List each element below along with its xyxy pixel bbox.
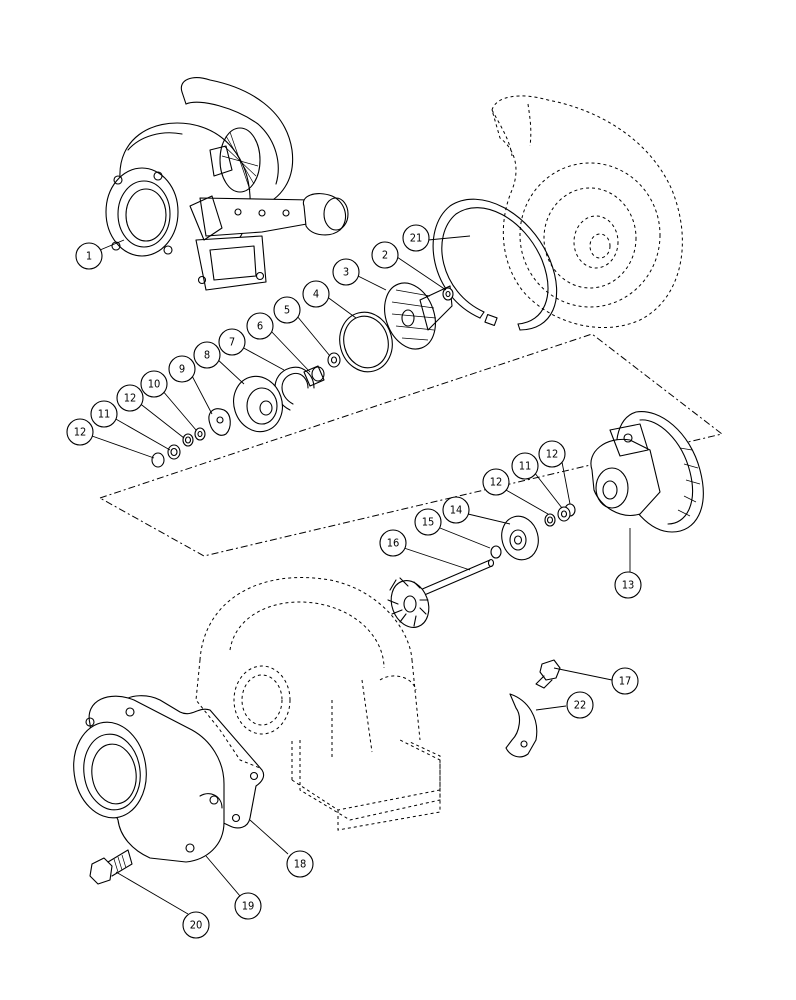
svg-text:6: 6 [257, 320, 263, 333]
svg-text:9: 9 [179, 363, 185, 376]
bolt-17 [535, 659, 561, 689]
compressor-housing-ghost [491, 95, 683, 328]
svg-text:4: 4 [313, 288, 319, 301]
bearing-11-b [557, 506, 571, 522]
callout-13: 13 [614, 571, 642, 599]
svg-text:13: 13 [622, 579, 635, 592]
callout-6: 6 [246, 312, 274, 340]
callout-11-b: 11 [511, 452, 539, 480]
callout-4: 4 [302, 280, 330, 308]
pedestal-base [291, 740, 441, 831]
callout-12-b: 12 [66, 418, 94, 446]
callout-18: 18 [286, 850, 314, 878]
thrust-bearing-9 [208, 408, 231, 436]
callout-3: 3 [332, 258, 360, 286]
svg-text:10: 10 [148, 378, 161, 391]
svg-text:15: 15 [422, 516, 435, 529]
callout-1: 1 [75, 242, 103, 270]
callout-11-a: 11 [90, 400, 118, 428]
turbocharger-assembly [105, 77, 349, 291]
center-housing-13 [590, 411, 704, 533]
nut-2 [442, 287, 454, 301]
svg-text:12: 12 [490, 476, 503, 489]
snap-ring-12-b [151, 452, 165, 468]
callout-16: 16 [379, 529, 407, 557]
washer-12-c [544, 513, 556, 527]
heat-shield-22 [505, 693, 538, 758]
callout-20: 20 [182, 911, 210, 939]
piston-ring-15 [490, 545, 502, 559]
callout-12-a: 12 [116, 384, 144, 412]
svg-text:11: 11 [98, 408, 111, 421]
svg-text:3: 3 [343, 266, 349, 279]
callout-8: 8 [193, 341, 221, 369]
spacer-5 [327, 352, 341, 368]
svg-text:20: 20 [190, 919, 203, 932]
callout-17: 17 [611, 667, 639, 695]
washer-12-a [182, 433, 194, 447]
svg-text:17: 17 [619, 675, 632, 688]
snap-ring-21 [432, 198, 558, 331]
bearing-11-a [167, 444, 181, 460]
callout-15: 15 [414, 508, 442, 536]
callout-7: 7 [218, 328, 246, 356]
svg-text:14: 14 [450, 504, 463, 517]
callout-12-c: 12 [482, 468, 510, 496]
svg-text:16: 16 [387, 537, 400, 550]
svg-text:21: 21 [410, 232, 423, 245]
callout-22: 22 [566, 691, 594, 719]
turbine-housing-ghost [195, 577, 441, 821]
svg-text:12: 12 [124, 392, 137, 405]
compressor-wheel-3 [384, 282, 453, 350]
o-ring-4 [339, 311, 393, 373]
callout-12-d: 12 [538, 440, 566, 468]
callout-10: 10 [140, 370, 168, 398]
callout-5: 5 [273, 296, 301, 324]
bolt-20 [89, 849, 133, 885]
exhaust-elbow-19 [73, 695, 225, 863]
callout-19: 19 [234, 892, 262, 920]
svg-text:19: 19 [242, 900, 255, 913]
svg-text:2: 2 [382, 249, 388, 262]
svg-text:22: 22 [574, 699, 587, 712]
callout-14: 14 [442, 496, 470, 524]
svg-text:11: 11 [519, 460, 532, 473]
callout-21: 21 [402, 224, 430, 252]
svg-text:5: 5 [284, 304, 290, 317]
seal-plate-8 [233, 375, 283, 433]
heat-shield-14 [501, 515, 539, 561]
leader-lines [91, 235, 631, 915]
svg-text:1: 1 [86, 250, 92, 263]
svg-text:12: 12 [74, 426, 87, 439]
thrust-collar-10 [194, 427, 206, 441]
callout-9: 9 [168, 355, 196, 383]
callout-2: 2 [371, 241, 399, 269]
svg-text:18: 18 [294, 858, 307, 871]
turbine-wheel-shaft-16 [387, 558, 495, 628]
svg-text:8: 8 [204, 349, 210, 362]
svg-text:12: 12 [546, 448, 559, 461]
assembly-boundary-line [98, 333, 724, 557]
svg-text:7: 7 [229, 336, 235, 349]
